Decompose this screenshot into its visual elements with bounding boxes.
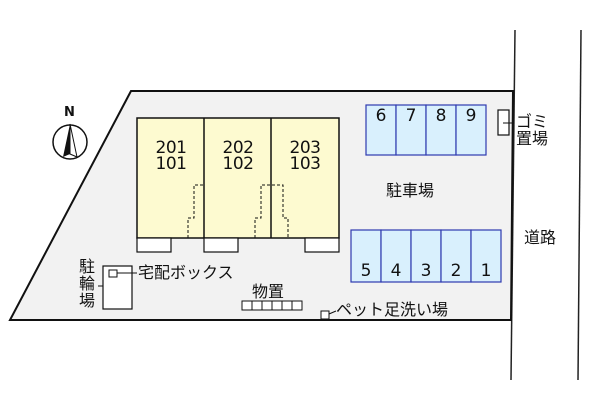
parking-space-6: 6 [375,106,387,126]
road-label: 道路 [524,228,557,247]
parking-space-1: 1 [480,261,492,281]
unit-upper-number: 202 [222,138,254,158]
parking-space-4: 4 [390,261,402,281]
parking-space-2: 2 [450,261,462,281]
pet-wash-label: ペット足洗い場 [336,300,449,319]
unit-lower-number: 103 [289,154,321,174]
unit-upper-number: 201 [155,138,187,158]
garbage-label-line1: ゴミ [516,112,549,131]
storage-label: 物置 [252,282,285,301]
parking-space-7: 7 [405,106,417,126]
bicycle-parking-label: 駐輪場 [78,257,95,310]
parking-space-5: 5 [360,261,372,281]
unit-label-3: 203 103 [279,138,331,174]
garbage-area-label: ゴミ 置場 [516,113,548,147]
parking-row-top [365,104,487,156]
pet-wash-icon [320,310,330,320]
unit-label-1: 201 101 [145,138,197,174]
unit-upper-number: 203 [289,138,321,158]
unit-lower-number: 101 [155,154,187,174]
unit-lower-number: 102 [222,154,254,174]
parking-lot-label: 駐車場 [386,181,435,200]
road-edge-right [577,29,582,381]
unit-label-2: 202 102 [212,138,264,174]
parking-space-3: 3 [420,261,432,281]
parking-space-9: 9 [465,106,477,126]
storage-shed [241,300,303,311]
delivery-box-icon [108,269,118,278]
north-arrow-icon [52,123,88,160]
north-label: N [64,105,75,120]
parking-space-8: 8 [435,106,447,126]
delivery-box-label: 宅配ボックス [138,263,234,282]
parking-row-bottom [350,229,502,283]
apartment-building [136,117,340,253]
garbage-label-line2: 置場 [516,129,549,148]
